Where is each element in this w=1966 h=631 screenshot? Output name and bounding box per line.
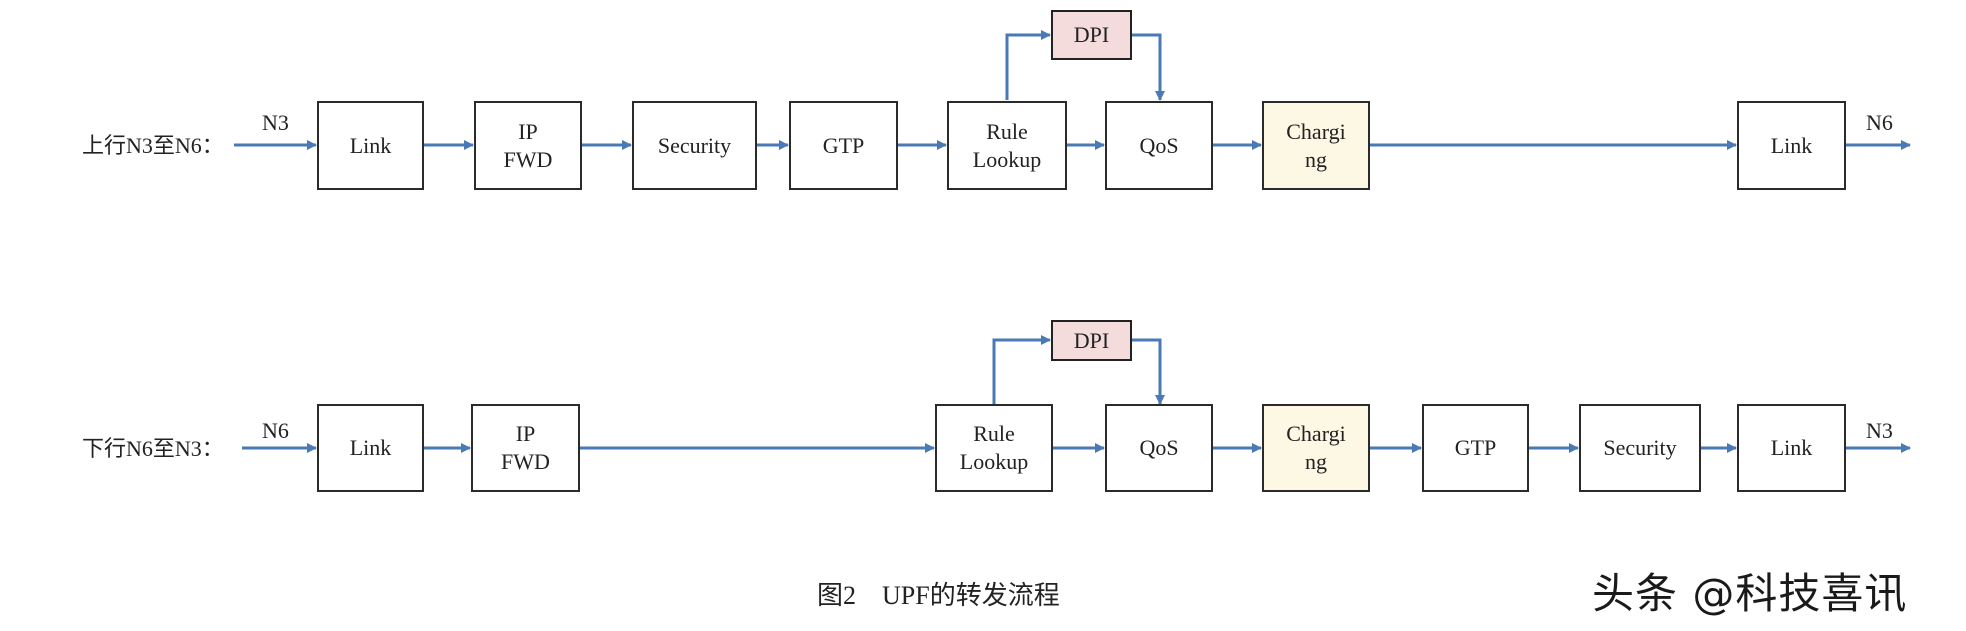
uplink-link-in-text: Link: [349, 132, 392, 158]
uplink-gtp-box: GTP: [789, 101, 898, 190]
uplink-security-box: Security: [632, 101, 757, 190]
uplink-out-port: N6: [1866, 110, 1893, 135]
uplink-link-in-box: Link: [317, 101, 424, 190]
uplink-in-port: N3: [262, 110, 289, 135]
downlink-link-in-text: Link: [349, 435, 392, 460]
downlink-ipfwd-text-1: IP: [515, 421, 536, 446]
downlink-ipfwd-text-2: FWD: [501, 449, 550, 474]
downlink-charging-text-1: Chargi: [1286, 421, 1346, 446]
uplink-ipfwd-text-2: FWD: [503, 146, 553, 172]
downlink-label: 下行N6至N3：: [82, 436, 224, 461]
uplink-ipfwd-box: IP FWD: [474, 101, 582, 190]
downlink-security-text: Security: [1603, 435, 1677, 460]
downlink-rule-text-1: Rule: [973, 421, 1015, 446]
downlink-link-out-text: Link: [1770, 435, 1813, 460]
downlink-rule-lookup-box: Rule Lookup: [935, 404, 1053, 492]
downlink-in-port: N6: [262, 418, 289, 443]
downlink-gtp-text: GTP: [1454, 435, 1497, 460]
uplink-security-text: Security: [657, 132, 732, 158]
downlink-charging-text-2: ng: [1305, 449, 1327, 474]
watermark-text: 头条 @科技喜讯: [1592, 569, 1908, 618]
uplink-link-out-box: Link: [1737, 101, 1846, 190]
uplink-qos-text: QoS: [1139, 132, 1179, 158]
figure-caption: 图2 UPF的转发流程: [817, 581, 1060, 610]
uplink-gtp-text: GTP: [822, 132, 865, 158]
uplink-rule-text-1: Rule: [986, 118, 1028, 144]
uplink-arrow-rule-dpi: [1005, 30, 1051, 100]
uplink-ipfwd-text-1: IP: [518, 118, 538, 144]
uplink-dpi-text: DPI: [1073, 22, 1110, 47]
downlink-security-box: Security: [1579, 404, 1701, 492]
downlink-ipfwd-box: IP FWD: [471, 404, 580, 492]
downlink-qos-box: QoS: [1105, 404, 1213, 492]
uplink-charging-text-2: ng: [1305, 146, 1327, 172]
downlink-link-in-box: Link: [317, 404, 424, 492]
uplink-qos-box: QoS: [1105, 101, 1213, 190]
uplink-charging-box: Chargi ng: [1262, 101, 1370, 190]
uplink-charging-text-1: Chargi: [1286, 118, 1346, 144]
downlink-rule-text-2: Lookup: [959, 449, 1029, 474]
uplink-arrow-dpi-qos: [1132, 33, 1165, 101]
downlink-arrow-dpi-qos: [1132, 338, 1165, 405]
downlink-charging-box: Chargi ng: [1262, 404, 1370, 492]
downlink-dpi-box: DPI: [1051, 320, 1132, 361]
uplink-label: 上行N3至N6：: [82, 133, 224, 158]
downlink-arrow-rule-dpi: [992, 335, 1051, 404]
uplink-link-out-text: Link: [1770, 132, 1813, 158]
downlink-link-out-box: Link: [1737, 404, 1846, 492]
uplink-rule-text-2: Lookup: [972, 146, 1042, 172]
downlink-out-port: N3: [1866, 418, 1893, 443]
downlink-dpi-text: DPI: [1073, 327, 1110, 353]
downlink-qos-text: QoS: [1139, 435, 1179, 460]
downlink-gtp-box: GTP: [1422, 404, 1529, 492]
uplink-dpi-box: DPI: [1051, 10, 1132, 60]
uplink-rule-lookup-box: Rule Lookup: [947, 101, 1067, 190]
